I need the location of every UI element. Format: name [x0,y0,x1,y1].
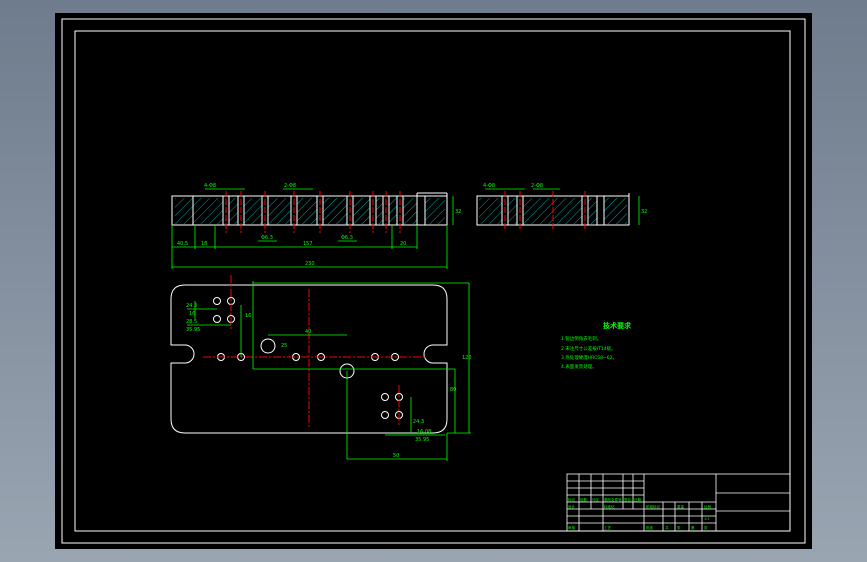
inner-frame [74,30,791,532]
dim-plan-right-3: 24.3 [413,419,424,425]
dim-side-height: 32 [641,209,647,215]
tb-scale: 1:1 [704,517,710,521]
dim-front-top-2: 2-Φ8 [284,183,296,189]
dim-front-bottom-2: Φ6.3 [341,235,353,241]
dim-plan-right-4: 35.95 [415,437,429,443]
dim-front-lower-1: 40.5 [177,241,188,247]
tb-row2-4: 重量 [677,504,685,509]
tech-requirement-line-2: 2.未注尺寸公差按IT14级。 [561,345,616,352]
dim-plan-left-2: 16 [189,311,195,317]
dim-side-top-2: 2-Φ8 [531,183,543,189]
dim-front-lower-3: 157 [303,241,313,247]
title-block [566,473,791,532]
tech-requirement-line-4: 4.表面发黑处理。 [561,363,597,370]
outer-frame [61,18,806,544]
tb-label-6: 日期 [634,497,642,502]
tb-row3-5: 张 [677,525,681,530]
cad-drawing: 4-Φ8 2-Φ8 Φ6.3 Φ6.3 40.5 18 157 20 230 3… [61,18,806,544]
tb-label-2: 处数 [580,497,588,502]
dim-plan-bottom-1: 16.08 [417,429,431,435]
dim-front-height: 32 [455,209,461,215]
dim-plan-left-1: 24.3 [186,303,197,309]
tb-row2-2: 标准化 [604,504,615,509]
tech-requirement-line-1: 1.锐边倒角去毛刺。 [561,335,601,342]
tb-label-5: 签名 [624,497,631,502]
tb-label-3: 分区 [592,497,600,502]
dim-plan-right-2: 80 [450,387,456,393]
drawing-sheet: 4-Φ8 2-Φ8 Φ6.3 Φ6.3 40.5 18 157 20 230 3… [55,13,812,549]
dim-plan-bottom-2: 50 [393,453,399,459]
dim-front-lower-4: 20 [400,241,406,247]
tb-row3-2: 工艺 [604,525,612,530]
dim-front-bottom-1: Φ6.3 [261,235,273,241]
tb-row3-3: 批准 [646,525,654,530]
dim-plan-right-1: 120 [462,355,472,361]
tb-row3-6: 第 [691,525,695,530]
dim-front-overall: 230 [305,261,315,267]
tb-row2-3: 阶段标记 [646,504,660,509]
dim-side-top-1: 4-Φ8 [483,183,495,189]
dim-front-top-1: 4-Φ8 [204,183,216,189]
dim-plan-mid-2: 25 [281,343,287,349]
tb-row3-1: 审核 [568,525,576,530]
plan-view-outline [170,284,448,434]
front-view-outline [171,195,448,226]
tech-requirements-title: 技术要求 [603,321,632,330]
tb-row2-1: 设计 [568,504,576,509]
tb-label-1: 标记 [568,497,576,502]
tb-row3-7: 张 [704,525,708,530]
front-view [171,188,454,269]
tb-label-4: 更改文件号 [604,497,622,502]
tb-row2-5: 比例 [704,504,712,509]
dim-plan-misc: 16 [245,313,251,319]
tb-row3-4: 共 [665,525,669,530]
plan-view [170,275,471,461]
side-view [476,188,640,231]
dim-plan-left-4: 35.95 [186,327,200,333]
dim-plan-mid-1: 40 [305,329,311,335]
dim-front-lower-2: 18 [201,241,207,247]
tech-requirement-line-3: 3.热处理硬度HRC58~62。 [561,354,617,361]
dim-plan-left-3: 28.5 [186,319,197,325]
